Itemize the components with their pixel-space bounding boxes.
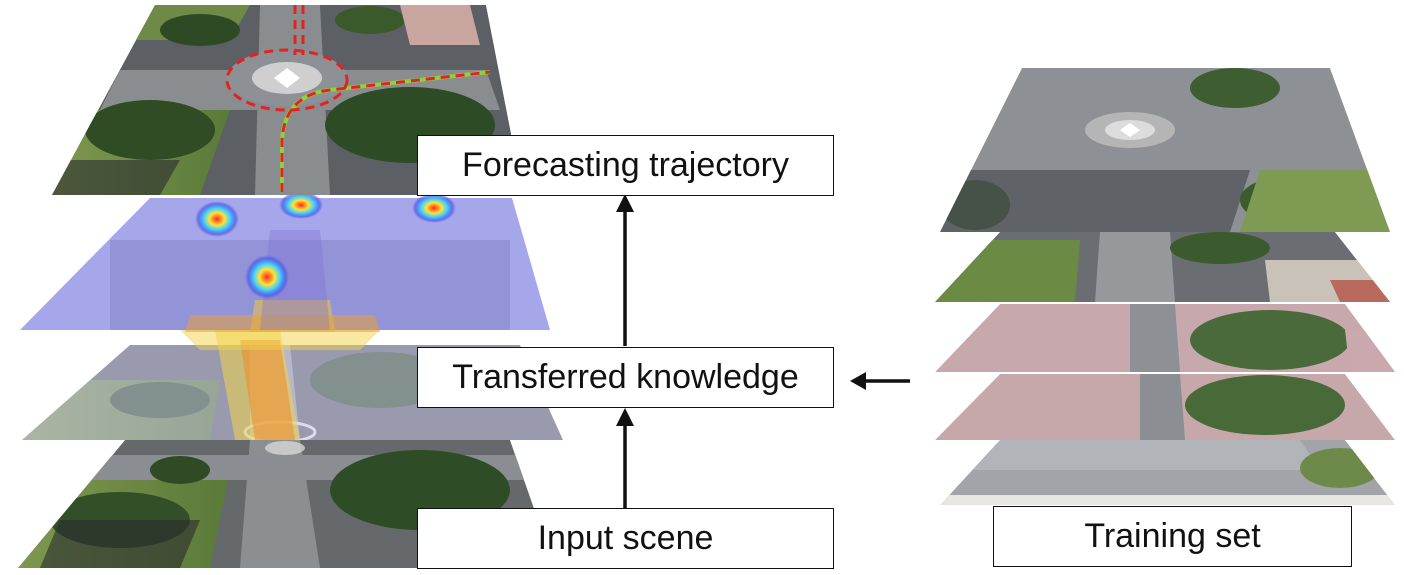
arrow-up-icon — [616, 194, 634, 346]
training-layer-3 — [935, 304, 1395, 372]
forecast-scene-layer — [52, 5, 523, 195]
training-set-label: Training set — [993, 506, 1352, 567]
training-layer-4 — [935, 374, 1395, 440]
training-layer-1 — [940, 68, 1390, 232]
arrow-up-icon — [616, 408, 634, 508]
forecasting-trajectory-label: Forecasting trajectory — [417, 135, 834, 196]
heatmap-layer — [20, 191, 550, 332]
training-layer-2 — [935, 232, 1390, 302]
training-layer-5 — [940, 440, 1395, 505]
input-scene-label: Input scene — [417, 508, 834, 569]
arrow-left-icon — [850, 372, 910, 390]
transferred-knowledge-label: Transferred knowledge — [417, 347, 834, 408]
